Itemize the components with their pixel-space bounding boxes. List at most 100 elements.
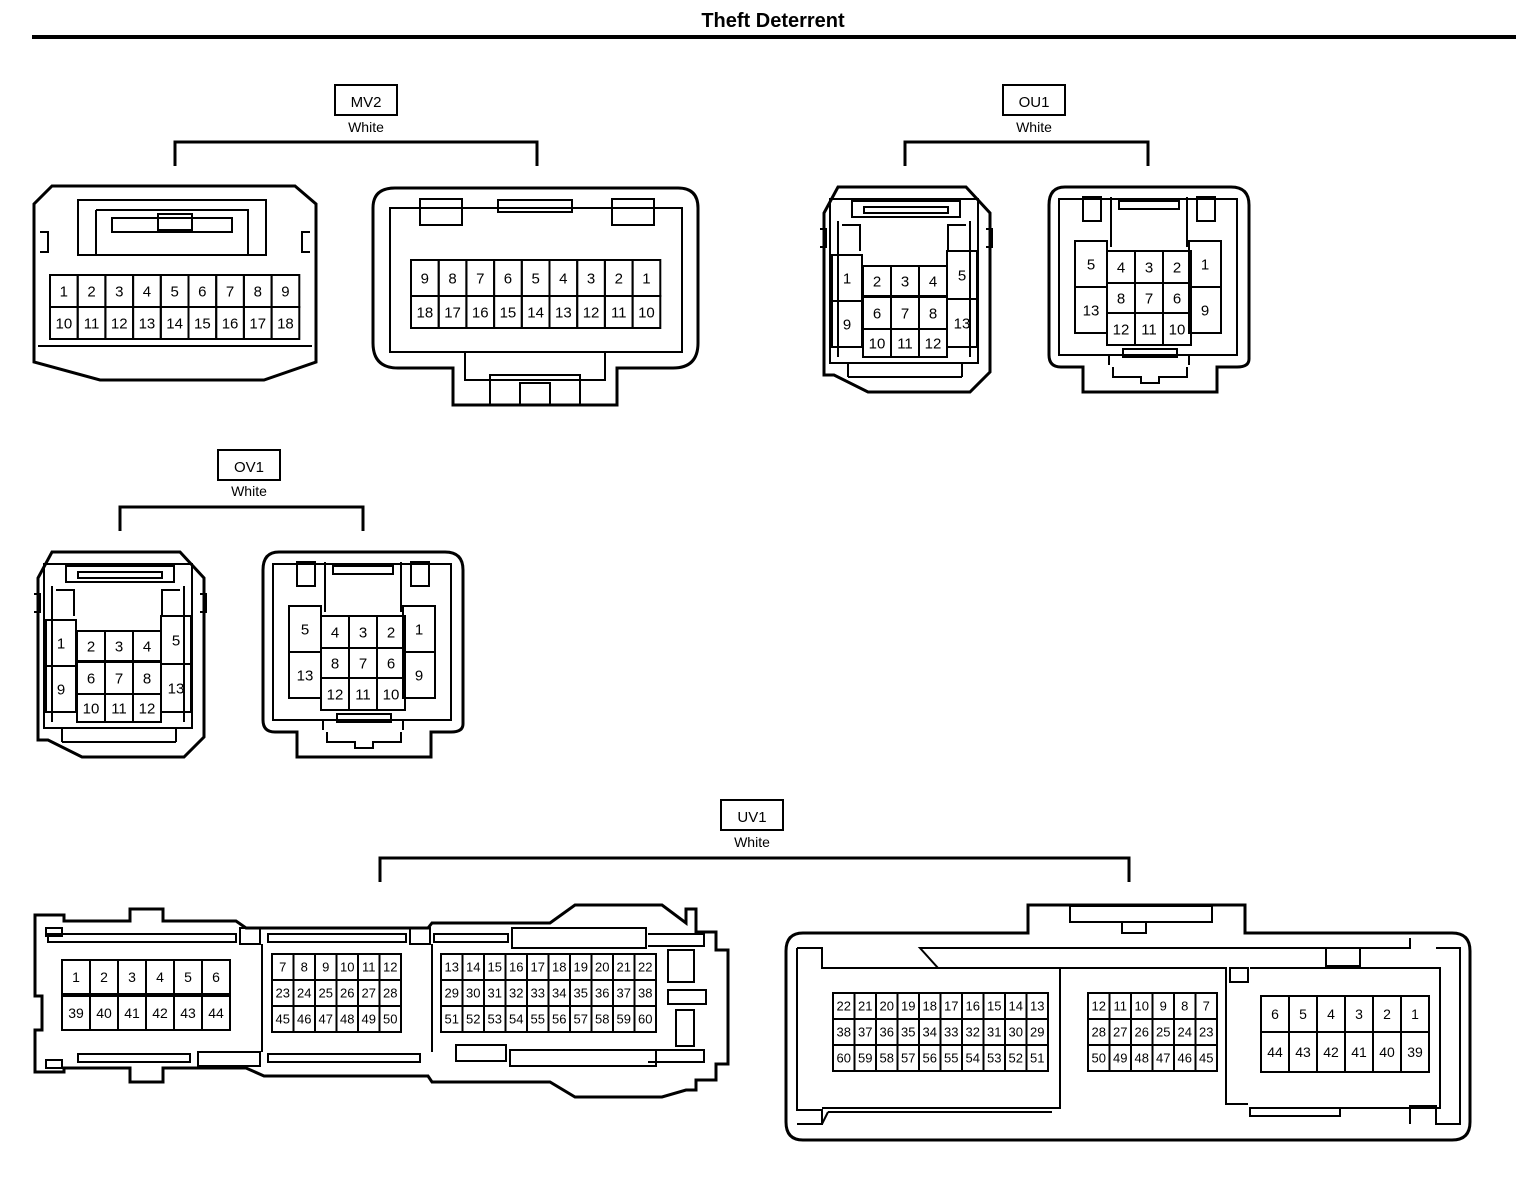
pin-number: 5 [172,632,180,649]
pin-cell: 1 [49,274,79,308]
pin-cell: 16 [465,295,496,329]
pin-number: 50 [383,1012,397,1027]
pin-number: 13 [555,304,572,321]
pin-number: 26 [1135,1025,1149,1040]
pin-cell: 7 [465,259,496,297]
pin-number: 2 [1383,1006,1391,1022]
pin-cell: 45 [271,1005,295,1033]
pin-cell: 26 [335,979,359,1007]
pin-cell: 59 [853,1044,877,1072]
pin-cell: 6 [201,959,231,995]
pin-number: 31 [488,986,502,1001]
pin-cell: 58 [590,1005,614,1033]
pin-cell: 35 [896,1018,920,1046]
pin-number: 16 [509,960,523,975]
pin-cell: 8 [132,661,162,695]
pin-cell: 15 [982,992,1006,1020]
pin-cell: 5 [1288,995,1318,1033]
pin-number: 12 [1113,321,1130,338]
pin-number: 20 [595,960,609,975]
pin-number: 4 [1117,259,1125,276]
pin-number: 10 [383,686,400,703]
pin-number: 33 [944,1025,958,1040]
connector-bracket [903,140,1150,166]
pin-number: 6 [212,969,220,985]
pin-number: 55 [531,1012,545,1027]
pin-number: 3 [587,270,595,287]
pin-number: 24 [1178,1025,1192,1040]
pin-cell: 14 [461,953,485,981]
pin-number: 55 [944,1051,958,1066]
pin-number: 34 [552,986,566,1001]
pin-cell: 11 [76,306,107,340]
pin-number: 12 [583,304,600,321]
pin-number: 40 [1379,1044,1395,1060]
pin-cell: 53 [483,1005,507,1033]
pin-number: 32 [509,986,523,1001]
pin-number: 3 [1355,1006,1363,1022]
pin-cell: 13 [160,663,192,713]
pin-number: 3 [1145,259,1153,276]
pin-cell: 2 [1372,995,1402,1033]
pin-number: 1 [642,270,650,287]
pin-cell: 43 [1288,1031,1318,1073]
pin-cell: 51 [1025,1044,1049,1072]
pin-number: 42 [152,1005,168,1021]
pin-number: 10 [869,335,886,352]
pin-number: 18 [923,999,937,1014]
pin-cell: 11 [348,677,378,711]
pin-cell: 49 [1108,1044,1132,1072]
pin-cell: 32 [961,1018,985,1046]
pin-cell: 6 [493,259,523,297]
pin-number: 52 [1009,1051,1023,1066]
pin-number: 5 [1299,1006,1307,1022]
pin-cell: 4 [320,615,350,649]
pin-number: 8 [1181,999,1188,1014]
pin-cell: 56 [547,1005,571,1033]
pin-cell: 30 [461,979,485,1007]
pin-cell: 4 [918,265,948,297]
pin-number: 2 [87,283,95,300]
pin-cell: 4 [132,630,162,662]
pin-cell: 53 [982,1044,1006,1072]
pin-cell: 1 [402,605,436,653]
pin-number: 9 [281,283,289,300]
pin-cell: 31 [982,1018,1006,1046]
connector-label: MV2 White [334,84,398,135]
pin-cell: 35 [569,979,593,1007]
pin-cell: 58 [875,1044,899,1072]
pin-cell: 36 [875,1018,899,1046]
pin-number: 9 [322,960,329,975]
pin-number: 9 [421,270,429,287]
pin-cell: 18 [410,295,440,329]
pin-cell: 50 [1087,1044,1111,1072]
pin-number: 40 [96,1005,112,1021]
pin-number: 15 [987,999,1001,1014]
pin-cell: 16 [961,992,985,1020]
pin-cell: 4 [548,259,579,297]
pin-number: 9 [843,316,851,333]
pin-cell: 13 [440,953,464,981]
pin-cell: 13 [548,295,579,329]
pin-cell: 1 [631,259,662,297]
pin-cell: 10 [862,328,892,358]
pin-cell: 7 [215,274,245,308]
pin-cell: 10 [335,953,359,981]
pin-cell: 8 [320,647,350,679]
pin-cell: 23 [271,979,295,1007]
pin-number: 29 [1030,1025,1044,1040]
connector-bracket [118,505,365,531]
pin-number: 11 [111,700,127,717]
pin-cell: 41 [117,995,147,1031]
pin-number: 54 [509,1012,523,1027]
pin-number: 6 [873,305,881,322]
pin-cell: 16 [504,953,528,981]
pin-cell: 33 [526,979,550,1007]
pin-number: 53 [488,1012,502,1027]
